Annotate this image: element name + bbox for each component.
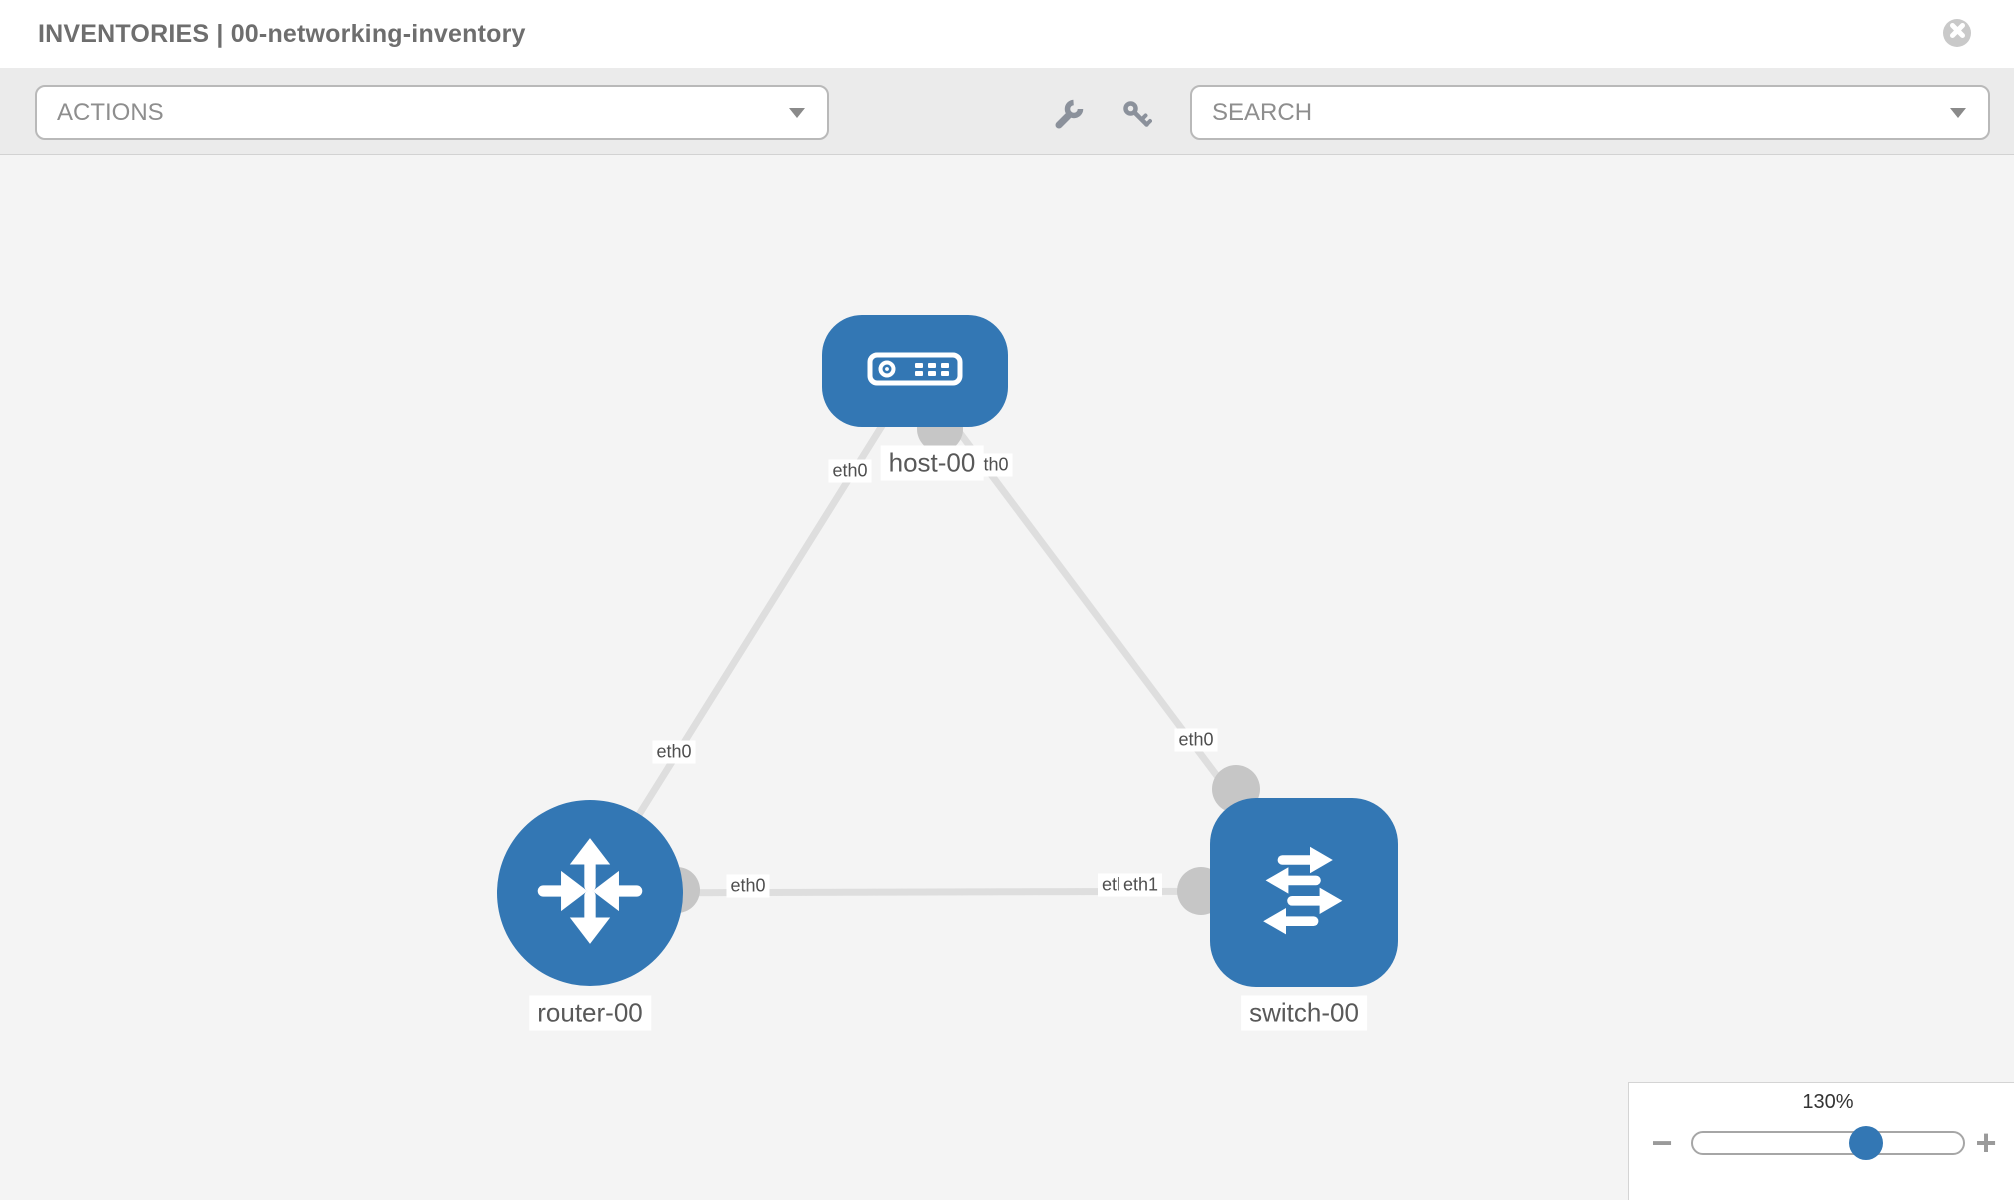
configure-tools-button[interactable]: [1049, 96, 1089, 136]
actions-dropdown[interactable]: ACTIONS: [35, 85, 829, 140]
router-icon: [527, 828, 653, 959]
key-icon: [1120, 98, 1152, 135]
zoom-out-button[interactable]: −: [1651, 1122, 1673, 1163]
actions-dropdown-label: ACTIONS: [57, 98, 164, 126]
iface-label-switch-router-eth1: eth1: [1119, 873, 1163, 897]
header-bar: INVENTORIES | 00-networking-inventory: [0, 0, 2014, 68]
node-switch-00[interactable]: [1210, 798, 1398, 987]
credentials-key-button[interactable]: [1116, 96, 1156, 136]
toolbar: ACTIONS SEARCH: [0, 68, 2014, 155]
chevron-down-icon: [1950, 107, 1966, 118]
iface-label-router-switch: eth0: [726, 874, 770, 898]
zoom-slider-track[interactable]: [1691, 1126, 1965, 1160]
switch-icon: [1244, 830, 1364, 955]
close-icon: [1944, 17, 1971, 49]
host-icon: [867, 352, 963, 391]
search-dropdown-label: SEARCH: [1212, 98, 1313, 126]
node-host-00[interactable]: [822, 315, 1008, 427]
iface-label-router-host: eth0: [652, 740, 696, 764]
search-dropdown[interactable]: SEARCH: [1190, 85, 1990, 140]
zoom-slider-thumb[interactable]: [1848, 1126, 1883, 1160]
topology-canvas[interactable]: [0, 155, 2014, 1200]
chevron-down-icon: [789, 107, 805, 118]
iface-label-host-left: eth0: [828, 459, 872, 483]
wrench-icon: [1053, 98, 1085, 135]
iface-label-switch-host: eth0: [1174, 728, 1218, 752]
page-title: INVENTORIES | 00-networking-inventory: [38, 19, 526, 48]
close-button[interactable]: [1943, 19, 1971, 47]
node-label-switch: switch-00: [1241, 995, 1367, 1031]
zoom-in-button[interactable]: +: [1975, 1122, 1997, 1163]
zoom-level-value: 130%: [1802, 1091, 1854, 1113]
node-label-router: router-00: [529, 995, 651, 1031]
zoom-panel: 130% − +: [1628, 1082, 2014, 1200]
node-label-host: host-00: [880, 445, 984, 481]
node-router-00[interactable]: [497, 800, 683, 986]
